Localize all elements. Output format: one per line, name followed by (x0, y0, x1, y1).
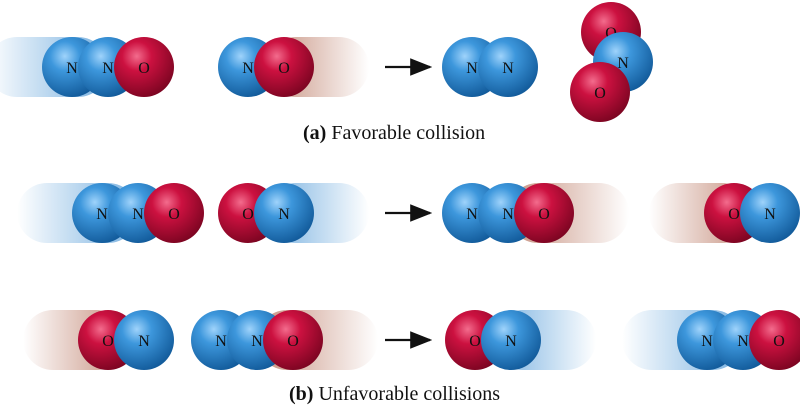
atom-label: O (469, 333, 481, 350)
atom-label: N (251, 333, 263, 350)
atom-label: O (728, 206, 740, 223)
atom-label: O (102, 333, 114, 350)
no2-molecule: ONO (570, 2, 653, 122)
atom-label: N (502, 60, 514, 77)
atom-label: N (242, 60, 254, 77)
caption-unfavorable-text: Unfavorable collisions (318, 383, 501, 405)
atom-label: O (538, 206, 550, 223)
atom-label: N (278, 206, 290, 223)
atom-label: O (168, 206, 180, 223)
row-b2-item-0-atom-n: N (114, 310, 174, 370)
row-a-item-4-atom-o: O (570, 62, 630, 122)
atom-label: N (737, 333, 749, 350)
caption-favorable-text: Favorable collision (331, 122, 486, 144)
atom-label: N (132, 206, 144, 223)
atom-label: O (605, 25, 617, 42)
atom-label: N (466, 206, 478, 223)
row-b2-item-4-atom-o: O (749, 310, 800, 370)
row-a-item-0-atom-o: O (114, 37, 174, 97)
atom-label: N (66, 60, 78, 77)
row-b2-item-3-atom-n: N (481, 310, 541, 370)
atom-label: O (773, 333, 785, 350)
atom-label: N (617, 55, 629, 72)
caption-favorable-tag: (a) (303, 122, 327, 144)
atom-sphere (481, 310, 541, 370)
atom-sphere (114, 37, 174, 97)
atom-label: N (764, 206, 776, 223)
atom-label: O (278, 60, 290, 77)
caption-favorable: (a) Favorable collision (303, 122, 485, 145)
row-b1-item-1-atom-n: N (254, 183, 314, 243)
atom-sphere (740, 183, 800, 243)
row-b1-item-0-atom-o: O (144, 183, 204, 243)
atom-sphere (114, 310, 174, 370)
atom-sphere (254, 183, 314, 243)
row-a-item-3-atom-n: N (478, 37, 538, 97)
caption-unfavorable: (b) Unfavorable collisions (289, 383, 500, 406)
atom-label: N (102, 60, 114, 77)
atom-sphere (749, 310, 800, 370)
atom-sphere (144, 183, 204, 243)
row-b1-item-4-atom-n: N (740, 183, 800, 243)
atom-label: N (215, 333, 227, 350)
atom-label: O (594, 85, 606, 102)
atom-label: N (502, 206, 514, 223)
atom-label: N (701, 333, 713, 350)
atom-label: N (466, 60, 478, 77)
atom-label: O (242, 206, 254, 223)
atom-sphere (570, 62, 630, 122)
atom-label: O (138, 60, 150, 77)
row-a-item-1-atom-o: O (254, 37, 314, 97)
atom-label: O (287, 333, 299, 350)
atom-sphere (514, 183, 574, 243)
reaction-arrows (385, 58, 433, 349)
atom-label: N (96, 206, 108, 223)
row-b2-item-1-atom-o: O (263, 310, 323, 370)
atom-label: N (138, 333, 150, 350)
atom-sphere (254, 37, 314, 97)
atom-sphere (263, 310, 323, 370)
atom-sphere (478, 37, 538, 97)
caption-unfavorable-tag: (b) (289, 383, 314, 405)
atom-label: N (505, 333, 517, 350)
row-b1-item-3-atom-o: O (514, 183, 574, 243)
